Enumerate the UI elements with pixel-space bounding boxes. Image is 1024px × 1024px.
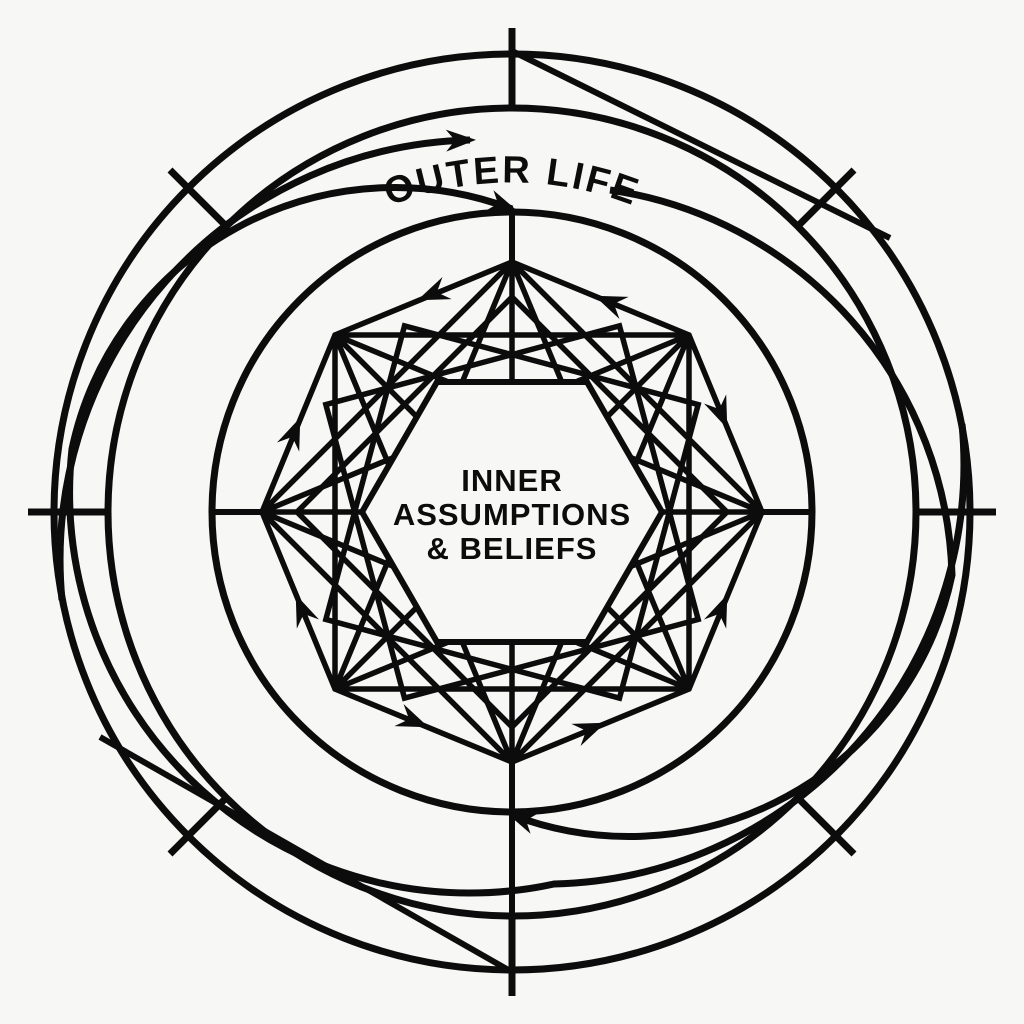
arrow-icon xyxy=(703,394,728,429)
tick-mark-southwest xyxy=(167,796,228,857)
center-hexagon xyxy=(358,379,666,645)
rotated-square xyxy=(322,322,702,702)
inner-label-line-3: & BELIEFS xyxy=(427,531,598,566)
tick-mark-northeast xyxy=(796,167,857,228)
arrow-icon xyxy=(276,417,301,452)
secant-line-bottom xyxy=(98,734,514,975)
flow-arrows xyxy=(276,276,728,747)
arrow-icon xyxy=(394,703,429,728)
rotated-square xyxy=(322,322,702,702)
arrow-icon xyxy=(571,722,606,747)
octagon-ring xyxy=(259,259,765,765)
secant-line-top xyxy=(512,49,892,241)
rotated-square xyxy=(293,293,731,731)
arrow-icon xyxy=(703,594,728,629)
arrow-icon xyxy=(295,594,320,629)
inner-label-line-1: INNER xyxy=(461,463,562,498)
tick-mark-northwest xyxy=(167,167,228,228)
tick-mark-southeast xyxy=(796,796,857,857)
inner-label-line-2: ASSUMPTIONS xyxy=(393,497,631,532)
vertex-connectors xyxy=(215,215,809,996)
inner-label: INNER ASSUMPTIONS & BELIEFS xyxy=(393,463,631,566)
arrow-icon xyxy=(417,276,452,301)
rotated-squares xyxy=(293,293,731,731)
arrow-icon xyxy=(594,295,629,320)
spiral-arc-right-bottom xyxy=(506,186,956,841)
